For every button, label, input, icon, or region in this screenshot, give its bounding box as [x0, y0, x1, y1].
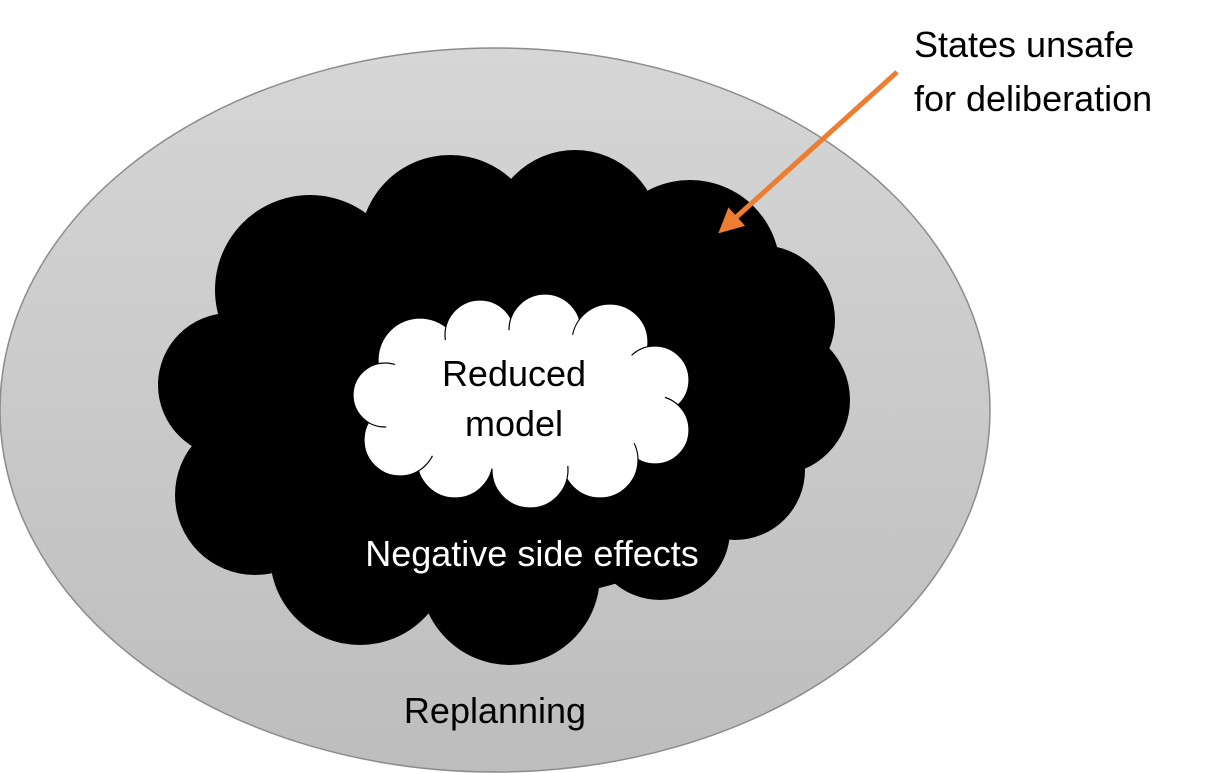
reduced-model-cloud	[352, 293, 690, 509]
reduced-model-label-line2: model	[465, 403, 563, 444]
negative-side-effects-label: Negative side effects	[365, 533, 699, 574]
callout-label-line2: for deliberation	[914, 78, 1152, 119]
replanning-label: Replanning	[404, 690, 586, 731]
unsafe-states-arrow	[718, 70, 899, 234]
callout-label-line1: States unsafe	[914, 24, 1134, 65]
reduced-model-label-line1: Reduced	[442, 353, 586, 394]
